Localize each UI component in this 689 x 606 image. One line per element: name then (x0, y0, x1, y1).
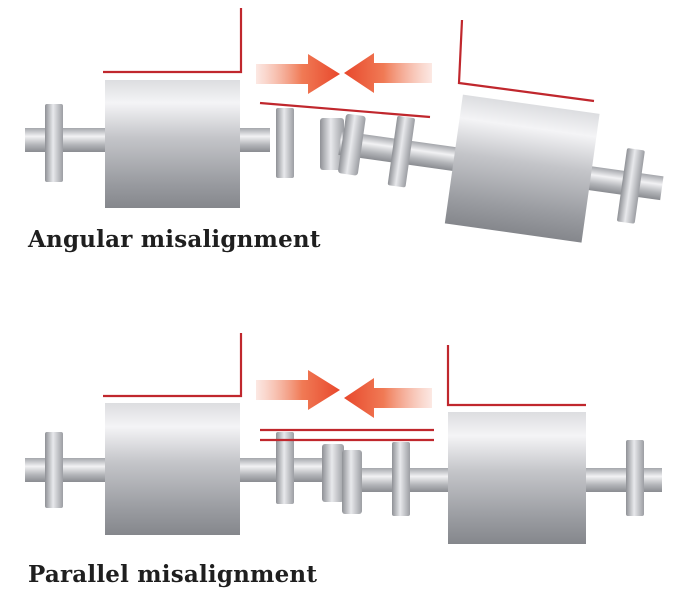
parallel-left-end-flange (45, 432, 63, 508)
parallel-left-arrow (344, 378, 432, 418)
parallel-right-arrow (256, 370, 340, 410)
angular-left-machine (25, 80, 344, 208)
angular-left-arrow (344, 53, 432, 93)
parallel-right-hub (392, 442, 410, 516)
angular-coupling-left-half (320, 118, 344, 170)
parallel-right-end-flange (626, 440, 644, 516)
angular-right-hub (387, 115, 415, 188)
angular-misalignment-caption: Angular misalignment (28, 226, 321, 253)
parallel-left-machine (25, 403, 345, 535)
parallel-reference-lines (103, 333, 586, 442)
angular-right-end-flange (617, 148, 645, 224)
parallel-coupling-right-half (342, 450, 362, 514)
angular-left-reference-line (103, 8, 243, 74)
parallel-misalignment-caption: Parallel misalignment (28, 561, 318, 588)
parallel-right-machine (342, 412, 662, 544)
angular-right-reference-line (457, 19, 595, 103)
angular-left-hub (276, 108, 294, 178)
angular-right-motor-body (444, 94, 600, 243)
parallel-left-hub (276, 432, 294, 504)
angular-left-motor-body (105, 80, 240, 208)
angular-left-end-flange (45, 104, 63, 182)
angular-reference-lines (103, 8, 595, 119)
parallel-right-motor-body (448, 412, 586, 544)
angular-coupling-right-half (338, 113, 366, 176)
parallel-right-reference-line (446, 345, 586, 407)
parallel-left-motor-body (105, 403, 240, 535)
angular-right-arrow (256, 54, 340, 94)
parallel-coupling-left-half (322, 444, 344, 502)
parallel-left-reference-line (103, 333, 243, 398)
parallel-misalignment (25, 333, 662, 544)
angular-coupling-line (259, 101, 431, 119)
angular-misalignment (25, 8, 664, 243)
angular-right-machine (338, 94, 664, 243)
